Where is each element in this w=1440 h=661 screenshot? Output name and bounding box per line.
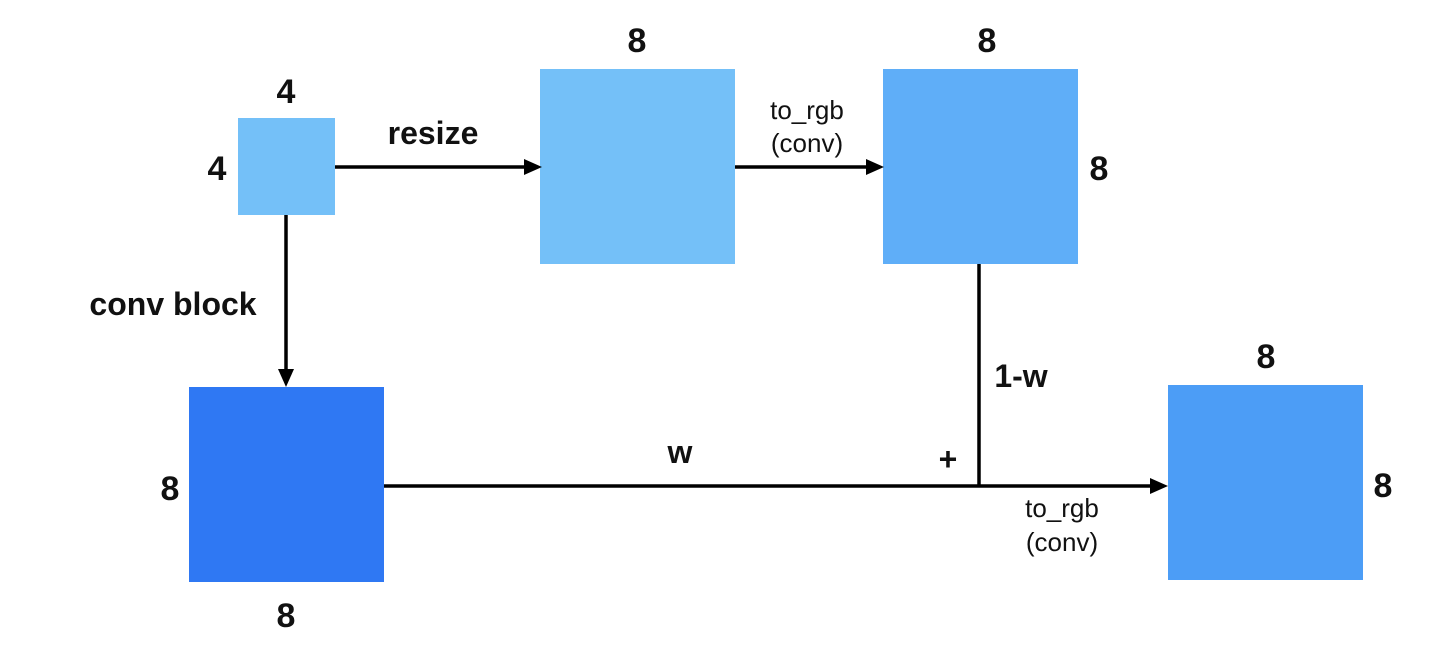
output-side-label: 8 xyxy=(1374,467,1393,505)
output-top-label: 8 xyxy=(1257,338,1276,376)
rgb-block-8x8 xyxy=(883,69,1078,264)
one-minus-w-label: 1-w xyxy=(994,358,1047,394)
input-side-label: 4 xyxy=(208,150,227,188)
rgb-side-label: 8 xyxy=(1090,150,1109,188)
conv-block-label: conv block xyxy=(89,286,256,322)
rgb-top-label: 8 xyxy=(978,22,997,60)
output-block-8x8 xyxy=(1168,385,1363,580)
input-top-label: 4 xyxy=(277,73,296,111)
conv-bottom-label: 8 xyxy=(277,597,296,635)
conv-block-arrowhead xyxy=(278,369,294,387)
resize-label: resize xyxy=(388,115,479,151)
resize-arrowhead xyxy=(524,159,542,175)
to-rgb-bottom-label-line2: (conv) xyxy=(1026,527,1098,557)
conv-block-8x8 xyxy=(189,387,384,582)
input-block-4x4 xyxy=(238,118,335,215)
to-rgb-top-label-line1: to_rgb xyxy=(770,95,844,125)
resized-block-8x8 xyxy=(540,69,735,264)
w-label: w xyxy=(667,434,693,470)
to-rgb-top-arrowhead xyxy=(866,159,884,175)
conv-side-label: 8 xyxy=(161,470,180,508)
to-rgb-top-label-line2: (conv) xyxy=(771,128,843,158)
plus-label: + xyxy=(939,441,958,477)
to-rgb-bottom-arrowhead xyxy=(1150,478,1168,494)
resized-top-label: 8 xyxy=(628,22,647,60)
to-rgb-bottom-label-line1: to_rgb xyxy=(1025,493,1099,523)
